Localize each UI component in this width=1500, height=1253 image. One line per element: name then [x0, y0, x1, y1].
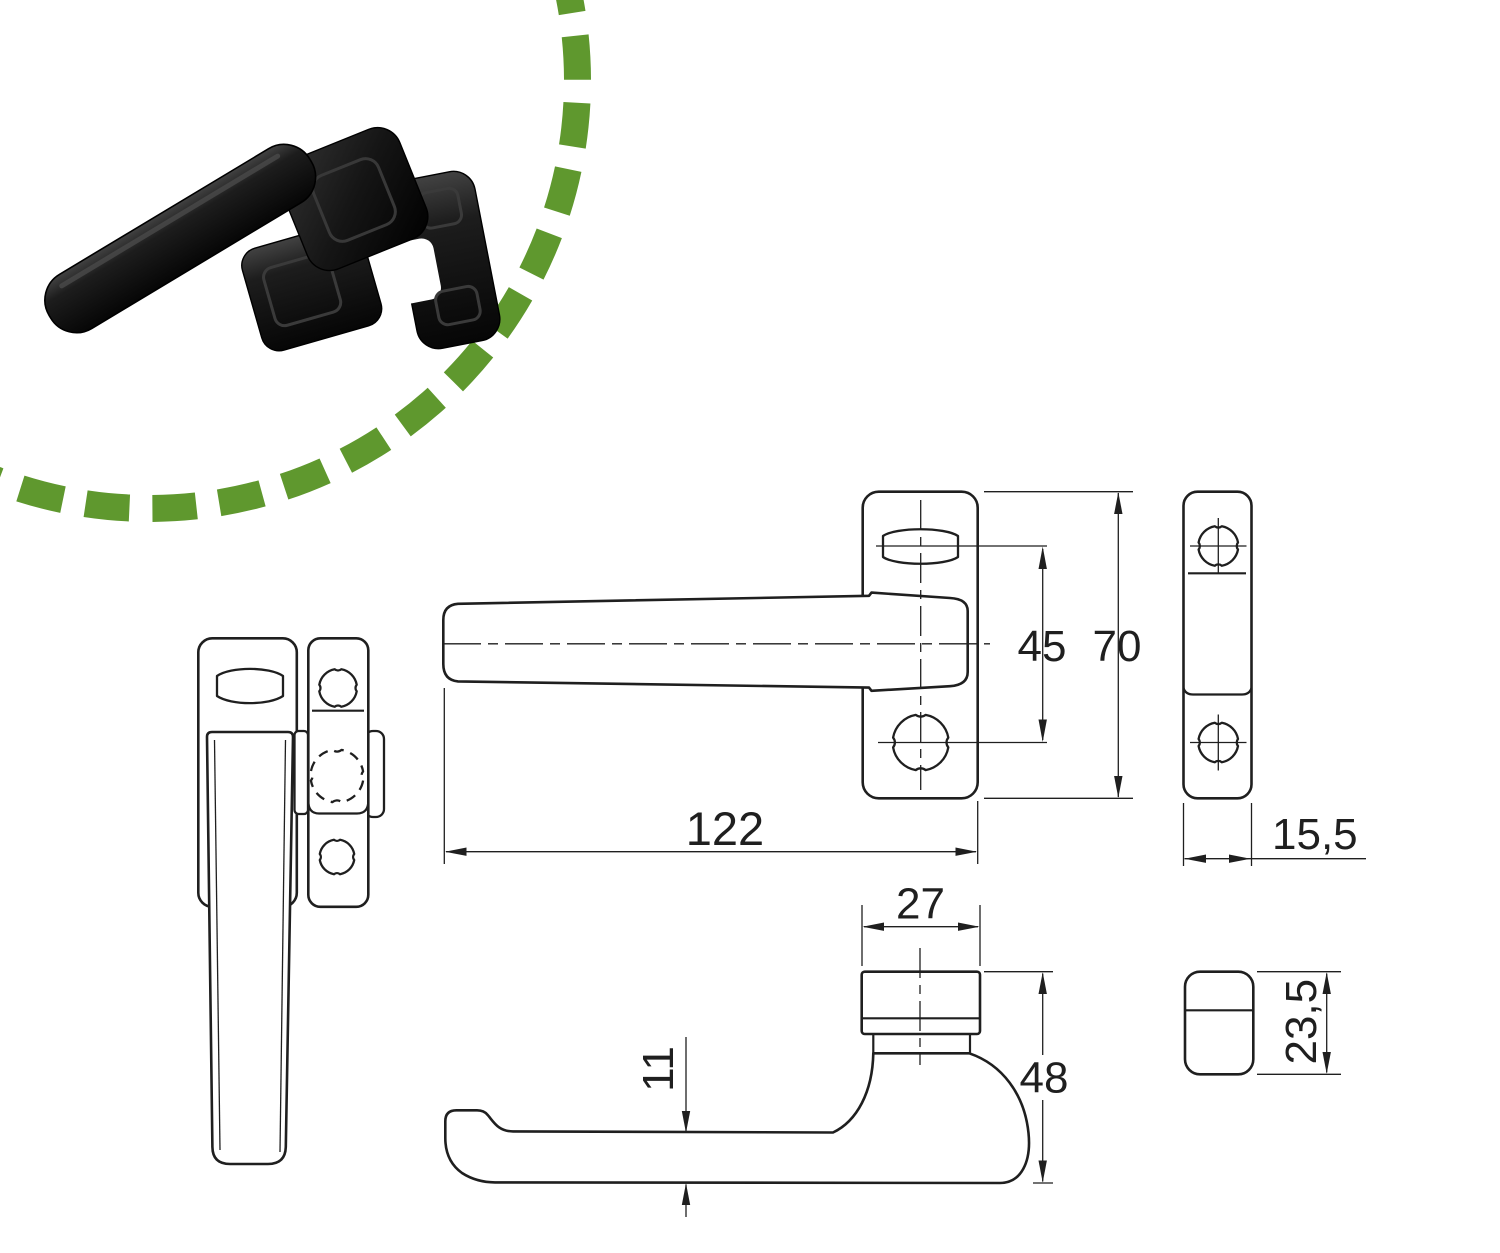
dim-23-5-label: 23,5: [1277, 979, 1326, 1065]
edge-plate-split-line: [1182, 687, 1253, 696]
dim-27-label: 27: [896, 880, 945, 929]
front-grip: [205, 730, 295, 1166]
dimension-122: 122: [443, 688, 979, 864]
arrowhead-left: [1184, 854, 1206, 863]
dim-11-label: 11: [634, 1046, 683, 1092]
arrowhead-right: [958, 922, 980, 931]
plan-view: [442, 490, 1047, 800]
dimension-70: 70: [984, 491, 1142, 799]
edge-plate-outline: [1182, 490, 1253, 800]
arrowhead-down: [1038, 719, 1047, 742]
edge-plate-view: [1182, 490, 1253, 800]
product-photo: [44, 126, 501, 352]
dim-48-label: 48: [1020, 1054, 1069, 1103]
arrowhead-down: [1114, 776, 1123, 798]
plan-lever-outline: [442, 591, 969, 693]
front-overlay-bottom-edge: [307, 800, 370, 815]
front-barrel-hole: [215, 667, 285, 705]
arrowhead-up: [1038, 972, 1047, 994]
arrowhead-down: [681, 1111, 691, 1133]
dimension-45: 45: [1018, 546, 1067, 742]
front-left-tab: [293, 729, 310, 816]
dim-15-5-label: 15,5: [1272, 810, 1358, 859]
arrowhead-up: [681, 1183, 691, 1205]
dim-70-label: 70: [1093, 622, 1142, 671]
dimension-15-5: 15,5: [1182, 803, 1366, 866]
arrowhead-down: [1322, 1052, 1331, 1074]
arrowhead-up: [1038, 546, 1047, 569]
arrowhead-down: [1038, 1160, 1047, 1183]
dim-122-label: 122: [686, 802, 764, 855]
handle-lever-grip: [44, 143, 317, 334]
green-dashed-circle: [0, 0, 591, 522]
dimension-23-5: 23,5: [1257, 971, 1341, 1075]
front-grip-edge-right: [279, 739, 287, 1153]
side-profile-view: [444, 948, 1031, 1185]
arrowhead-up: [1114, 492, 1123, 514]
dimension-11: 11: [634, 1037, 691, 1217]
arrowhead-right: [1229, 854, 1251, 863]
detail-outline: [1183, 970, 1255, 1076]
front-rosette-top: [318, 668, 358, 708]
dim-45-label: 45: [1018, 622, 1067, 671]
front-rosette-bottom: [318, 838, 356, 876]
cross-section-detail: [1183, 970, 1255, 1076]
side-grip-outline: [444, 1052, 1031, 1185]
dimension-48: 48: [984, 971, 1069, 1184]
dimension-27: 27: [861, 880, 981, 966]
front-grip-edge-left: [213, 739, 221, 1151]
front-spindle-rosette-hidden: [309, 748, 365, 804]
arrowhead-right: [955, 847, 977, 856]
arrowhead-left: [445, 847, 467, 856]
front-view: [197, 636, 386, 1166]
arrowhead-up: [1322, 972, 1331, 994]
side-neck-block: [860, 970, 982, 1036]
arrowhead-left: [862, 922, 884, 931]
handle-base-block: [278, 126, 429, 272]
